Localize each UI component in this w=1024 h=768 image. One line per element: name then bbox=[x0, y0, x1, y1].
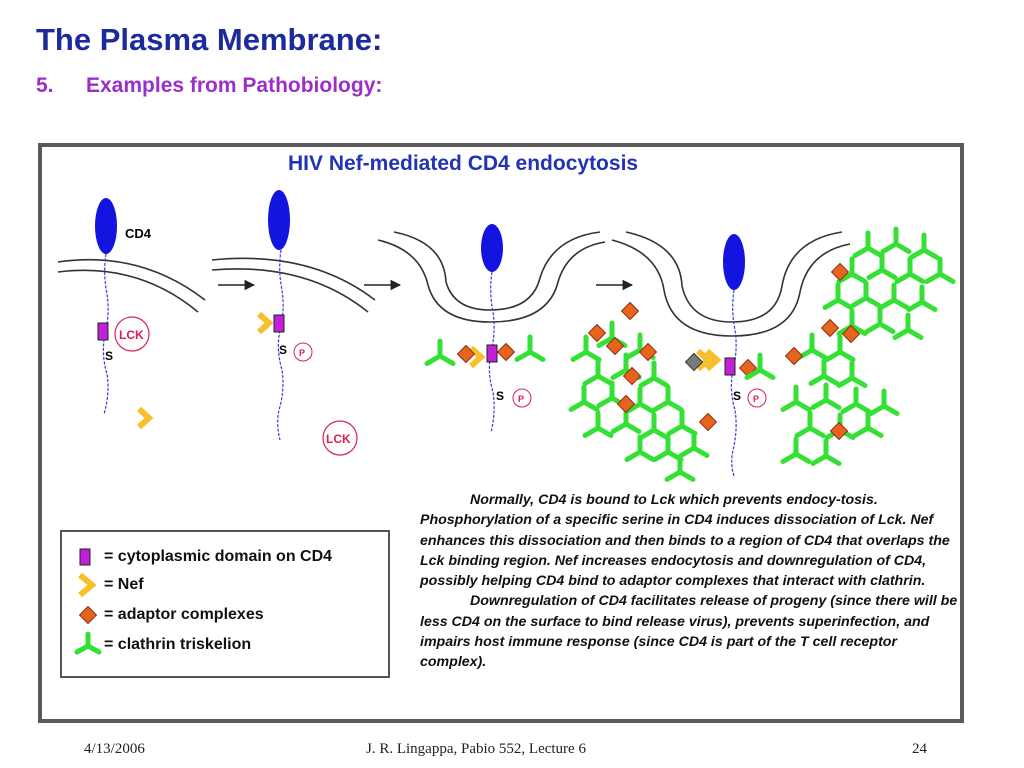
phosphate-label: P bbox=[299, 348, 305, 358]
lck-label: LCK bbox=[326, 432, 351, 446]
slide-title: The Plasma Membrane: bbox=[36, 22, 383, 57]
subtitle-number: 5. bbox=[36, 74, 54, 97]
cytoplasmic-domain bbox=[97, 322, 109, 341]
membrane-inner bbox=[211, 268, 369, 313]
serine-label: S bbox=[496, 389, 504, 403]
membrane-pit-outer bbox=[611, 239, 851, 337]
cd4-label: CD4 bbox=[125, 226, 152, 241]
slide-subtitle: 5. Examples from Pathobiology: bbox=[36, 74, 382, 98]
nef-icon bbox=[74, 572, 104, 598]
serine-label: S bbox=[279, 343, 287, 357]
footer-page-number: 24 bbox=[912, 741, 927, 757]
cd4-tail bbox=[102, 253, 109, 415]
figure-caption: Normally, CD4 is bound to Lck which prev… bbox=[420, 490, 960, 673]
adaptor-complex bbox=[496, 342, 516, 362]
clathrin-triskelion-icon bbox=[74, 631, 104, 658]
lck-circle bbox=[114, 316, 150, 352]
legend-item-cytoplasmic-domain: = cytoplasmic domain on CD4 bbox=[74, 544, 332, 570]
stage-2: S P LCK bbox=[211, 190, 376, 456]
adaptor-complex-icon bbox=[74, 602, 104, 628]
membrane-pit-inner bbox=[393, 231, 601, 311]
cd4-extracellular bbox=[723, 234, 745, 290]
phosphate-circle bbox=[747, 388, 767, 408]
cytoplasmic-domain bbox=[273, 314, 285, 333]
stage-4: S P bbox=[571, 229, 953, 480]
membrane-outer bbox=[211, 257, 376, 301]
stage-1: CD4 LCK S bbox=[57, 198, 206, 427]
cd4-extracellular bbox=[481, 224, 503, 272]
stage-3: S P bbox=[377, 224, 606, 433]
legend-label: = clathrin triskelion bbox=[104, 636, 252, 653]
legend-label: = adaptor complexes bbox=[104, 606, 264, 623]
legend-item-clathrin: = clathrin triskelion bbox=[74, 631, 252, 658]
phosphate-circle bbox=[293, 342, 313, 362]
lck-circle bbox=[322, 420, 358, 456]
subtitle-text: Examples from Pathobiology: bbox=[86, 74, 383, 97]
phosphate-circle bbox=[512, 388, 532, 408]
serine-label: S bbox=[105, 349, 113, 363]
cd4-tail bbox=[730, 289, 737, 477]
footer-date: 4/13/2006 bbox=[84, 741, 145, 757]
legend-item-adaptor: = adaptor complexes bbox=[74, 602, 264, 628]
caption-paragraph-2: Downregulation of CD4 facilitates releas… bbox=[420, 593, 958, 671]
clathrin-lattice-right bbox=[783, 229, 953, 464]
adaptor-complex bbox=[684, 352, 704, 372]
cd4-extracellular bbox=[95, 198, 117, 254]
clathrin-lattice-left bbox=[571, 323, 773, 480]
cytoplasmic-domain bbox=[724, 357, 736, 376]
legend: = cytoplasmic domain on CD4 = Nef = adap… bbox=[60, 530, 390, 678]
caption-paragraph-1: Normally, CD4 is bound to Lck which prev… bbox=[420, 492, 950, 590]
cytoplasmic-domain-icon bbox=[74, 544, 104, 570]
cytoplasmic-domain bbox=[486, 344, 498, 363]
cd4-tail bbox=[488, 271, 495, 433]
lck-label: LCK bbox=[119, 328, 144, 342]
membrane-outer bbox=[57, 258, 206, 301]
legend-label: = Nef bbox=[104, 576, 144, 593]
legend-label: = cytoplasmic domain on CD4 bbox=[104, 548, 333, 565]
cd4-extracellular bbox=[268, 190, 290, 250]
phosphate-label: P bbox=[518, 394, 524, 404]
adaptor-complex bbox=[456, 344, 476, 364]
serine-label: S bbox=[733, 389, 741, 403]
cd4-tail bbox=[277, 249, 284, 441]
phosphate-label: P bbox=[753, 394, 759, 404]
membrane-pit-outer bbox=[377, 239, 606, 323]
membrane-pit-inner bbox=[625, 231, 843, 323]
footer-author: J. R. Lingappa, Pabio 552, Lecture 6 bbox=[366, 741, 586, 757]
membrane-inner bbox=[57, 269, 199, 313]
adaptor-complexes bbox=[587, 262, 861, 441]
figure-title: HIV Nef-mediated CD4 endocytosis bbox=[288, 152, 639, 175]
legend-item-nef: = Nef bbox=[74, 572, 144, 598]
